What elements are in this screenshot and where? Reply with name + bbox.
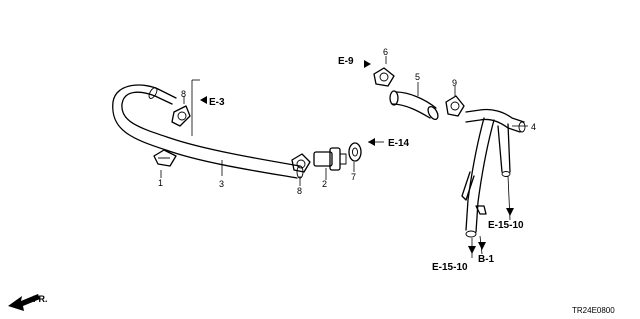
part-number-8-upper: 8 — [181, 89, 186, 99]
part-number-2: 2 — [322, 179, 327, 189]
grommet — [348, 142, 362, 162]
e3-arrow — [200, 96, 207, 104]
ref-b1: B-1 — [478, 254, 495, 265]
pcv-valve — [313, 147, 347, 171]
part-number-6: 6 — [383, 47, 388, 57]
ref-e3: E-3 — [209, 97, 225, 108]
breather-pipe — [461, 108, 526, 238]
e9-arrow — [364, 60, 371, 68]
hose-clamp-right — [445, 95, 465, 117]
e14-arrow — [368, 138, 375, 146]
e15-10-bottom-arrow — [468, 246, 476, 254]
part-number-9: 9 — [452, 78, 457, 88]
b1-arrow — [478, 242, 486, 250]
reference-arrows — [200, 60, 514, 254]
part-number-8-lower: 8 — [297, 186, 302, 196]
hose-clamp-top — [373, 67, 395, 87]
reference-labels: E-3 E-9 E-14 E-15-10 E-15-10 B-1 — [209, 56, 524, 273]
hose-clamp-upper-left — [171, 105, 191, 127]
e3-bracket — [191, 79, 200, 136]
part-callouts: 1 2 3 4 5 6 7 8 8 9 — [158, 47, 536, 196]
ref-e15-10-right: E-15-10 — [488, 220, 524, 231]
clip — [153, 149, 177, 167]
part-number-5: 5 — [415, 72, 420, 82]
part-number-4: 4 — [531, 122, 536, 132]
ref-e15-10-bottom: E-15-10 — [432, 262, 468, 273]
ref-e14: E-14 — [388, 138, 410, 149]
hose-clamp-lower — [291, 153, 311, 173]
e15-10-right-arrow — [506, 208, 514, 216]
part-number-3: 3 — [219, 179, 224, 189]
part-number-7: 7 — [351, 172, 356, 182]
front-arrow-icon — [8, 294, 40, 311]
diagram-code: TR24E0800 — [572, 306, 615, 315]
breather-hose — [112, 84, 304, 179]
part-number-1: 1 — [158, 178, 163, 188]
direction-label: FR. — [33, 294, 48, 304]
ref-e9: E-9 — [338, 56, 354, 67]
leader-lines — [160, 56, 528, 258]
short-hose — [389, 90, 439, 121]
front-direction-indicator: FR. — [8, 294, 48, 311]
